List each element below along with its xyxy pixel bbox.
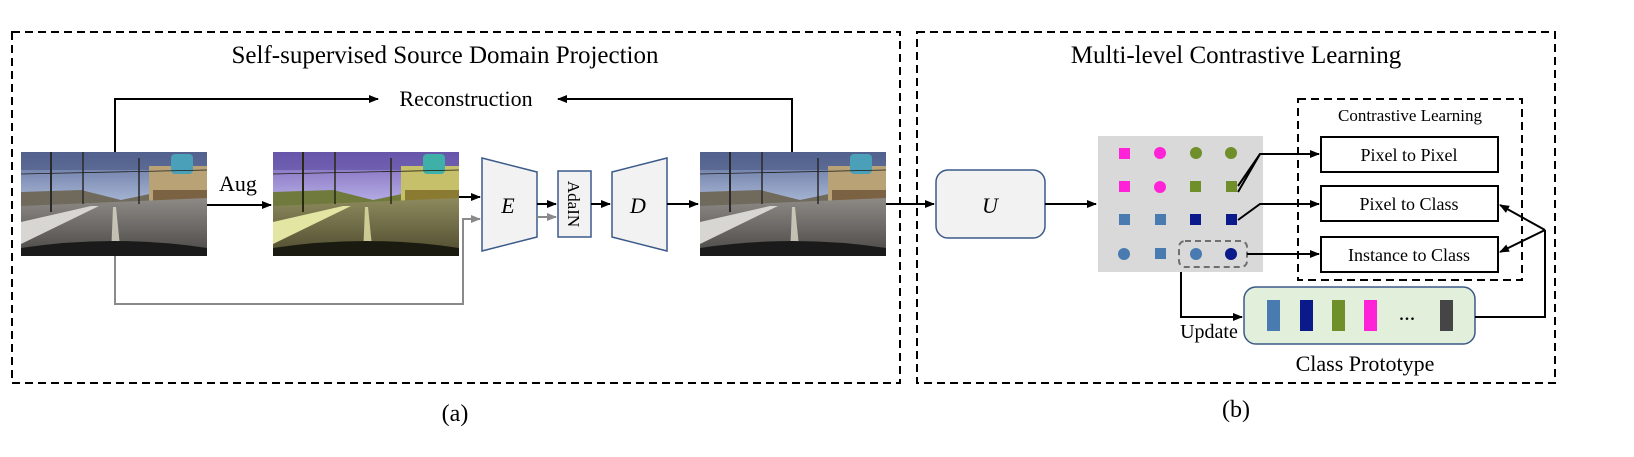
aug-label: Aug: [219, 171, 257, 196]
feature-pixel: [1119, 148, 1130, 159]
augmented-image: [272, 151, 460, 257]
pixel-to-class-arrow: [1237, 200, 1320, 221]
panel-a-caption: (a): [442, 401, 469, 427]
feature-pixel: [1155, 248, 1166, 259]
class-prototype-label: Class Prototype: [1296, 351, 1435, 376]
prototype-bar: [1300, 300, 1313, 331]
projected-image: [699, 151, 887, 257]
feature-pixel: [1190, 147, 1202, 159]
feature-pixel: [1225, 147, 1237, 159]
prototype-bar: [1267, 300, 1280, 331]
feature-pixel: [1119, 214, 1130, 225]
instance-to-class-label: Instance to Class: [1348, 245, 1470, 265]
adain-label: AdaIN: [564, 181, 583, 227]
feature-pixel: [1226, 181, 1237, 192]
prototype-feedback-line: [1475, 230, 1546, 318]
decoder-block: [611, 157, 668, 252]
panel-b-caption: (b): [1222, 397, 1250, 423]
reconstruction-arrow-left: [114, 95, 379, 152]
decoder-label: D: [629, 193, 646, 218]
pixel-to-class-box: [1320, 185, 1499, 222]
u-label: U: [982, 193, 1000, 218]
feature-pixel: [1154, 181, 1166, 193]
pixel-to-class-label: Pixel to Class: [1359, 194, 1458, 214]
prototype-ellipsis: ...: [1399, 300, 1416, 325]
panel-a-title: Self-supervised Source Domain Projection: [232, 42, 659, 69]
encoder-label: E: [500, 193, 515, 218]
panel-a-border: [11, 31, 901, 384]
prototype-bar: [1440, 300, 1453, 331]
prototype-bar: [1364, 300, 1377, 331]
pixel-to-pixel-label: Pixel to Pixel: [1360, 145, 1457, 165]
reconstruction-label: Reconstruction: [399, 86, 532, 111]
prototype-to-pixel-class-arrow: [1499, 204, 1546, 231]
update-label: Update: [1180, 321, 1238, 343]
skip-connection-arrow: [114, 215, 481, 305]
reconstruction-arrow-right: [557, 95, 793, 152]
feature-pixel: [1190, 214, 1201, 225]
pixel-to-pixel-box: [1320, 136, 1499, 173]
prototype-to-instance-class-arrow: [1499, 229, 1546, 253]
feature-pixel: [1118, 248, 1130, 260]
encoder-block: [481, 157, 538, 252]
feature-pixel: [1225, 248, 1237, 260]
contrastive-learning-group: [1297, 98, 1523, 281]
feature-pixel: [1155, 214, 1166, 225]
feature-pixel: [1226, 214, 1237, 225]
update-arrow: [1180, 272, 1243, 321]
adain-block: [557, 170, 592, 238]
source-image: [20, 151, 208, 257]
prototype-bar: [1332, 300, 1345, 331]
feature-pixel: [1154, 147, 1166, 159]
feature-pixel: [1190, 181, 1201, 192]
panel-b-title: Multi-level Contrastive Learning: [1071, 42, 1402, 69]
pixel-to-pixel-arrow-b: [1237, 153, 1261, 193]
feature-pixel: [1119, 181, 1130, 192]
instance-to-class-box: [1320, 236, 1499, 273]
panel-b-border: [916, 31, 1556, 384]
feature-pixel: [1190, 248, 1202, 260]
contrastive-group-title: Contrastive Learning: [1338, 106, 1482, 125]
